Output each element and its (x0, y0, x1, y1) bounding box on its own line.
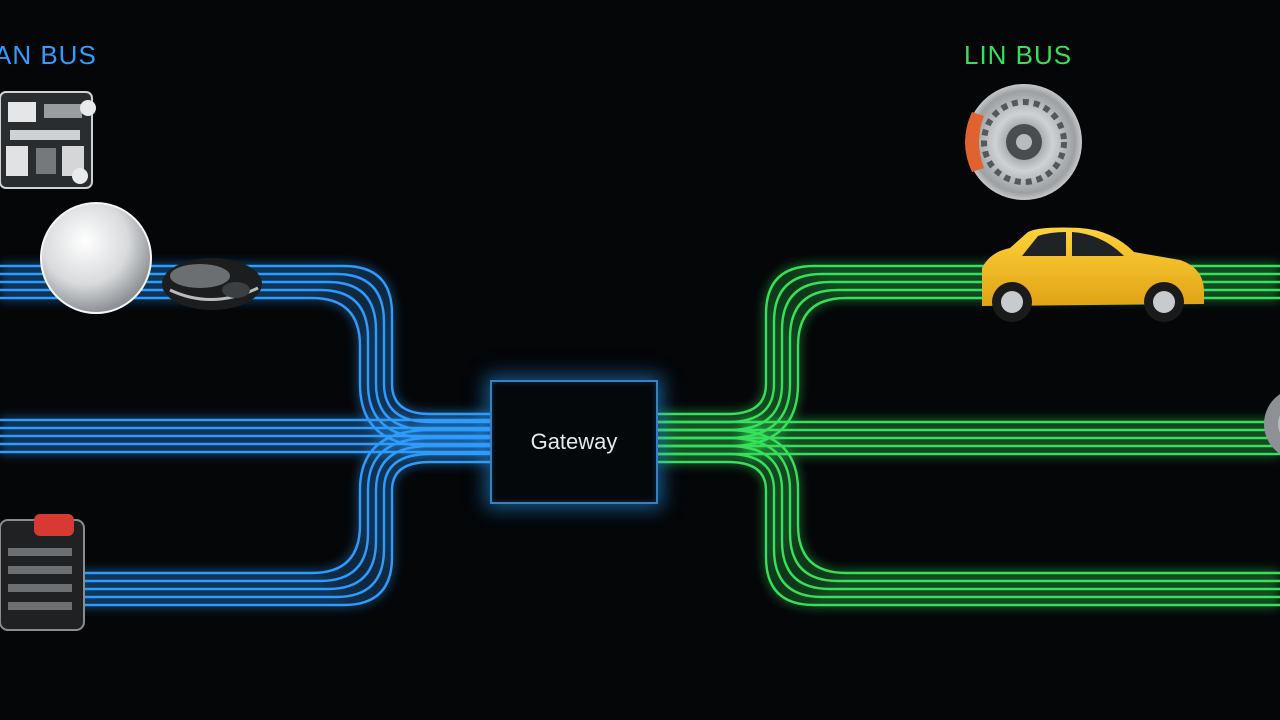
left-bus-line (0, 452, 490, 599)
left-bus-line (0, 444, 490, 591)
right-bus-line (658, 280, 1280, 432)
engine-module-icon (0, 91, 96, 189)
right-bus-line (658, 272, 1280, 424)
wheel-icon (1264, 394, 1280, 454)
gateway-label: Gateway (530, 429, 618, 454)
left-bus-line (0, 272, 490, 424)
left-bus-line (0, 264, 490, 416)
headlamp-icon (40, 202, 152, 314)
left-bus-label: AN BUS (0, 40, 97, 70)
right-bus-line (658, 296, 1280, 448)
right-bus-line (658, 288, 1280, 440)
battery-module-icon (0, 514, 85, 631)
car-icon (982, 227, 1204, 322)
right-bus-line (658, 444, 1280, 591)
right-bus-lines (658, 264, 1280, 607)
left-bus-lines (0, 264, 490, 607)
sensor-module-icon (162, 258, 262, 310)
gateway-box: Gateway (490, 380, 658, 504)
left-bus-line (0, 428, 490, 575)
right-bus-line (658, 460, 1280, 607)
left-bus-line (0, 296, 490, 448)
left-bus-line (0, 460, 490, 607)
right-bus-line (658, 452, 1280, 599)
left-bus-line (0, 288, 490, 440)
left-bus-line (0, 280, 490, 432)
brake-disc-icon (965, 84, 1082, 200)
right-bus-line (658, 264, 1280, 416)
right-bus-label: LIN BUS (964, 40, 1073, 70)
right-bus-line (658, 428, 1280, 575)
left-bus-line (0, 436, 490, 583)
right-bus-line (658, 436, 1280, 583)
